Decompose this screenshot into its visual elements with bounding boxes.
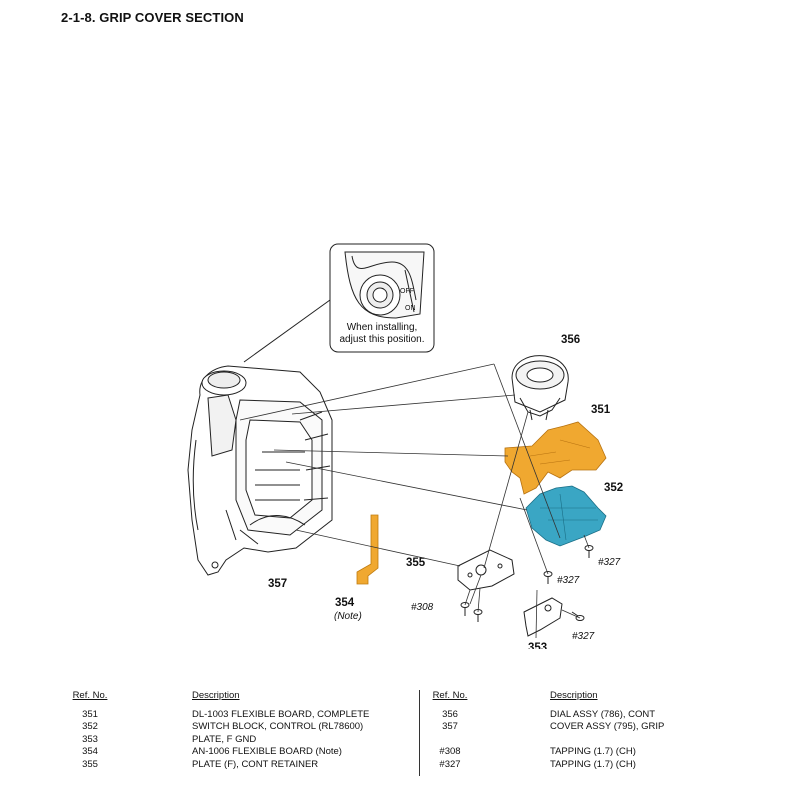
desc-cell: TAPPING (1.7) (CH) [550,758,636,770]
table-row-empty [404,734,664,747]
ref-cell: 351 [82,708,98,720]
ref-cell: 354 [82,746,98,758]
callout-leader [243,299,331,363]
label-356: 356 [561,334,581,346]
table-row: 357 COVER ASSY (795), GRIP [404,721,664,734]
desc-header-right: Description [550,690,598,701]
table-row: 352 SWITCH BLOCK, CONTROL (RL78600) [44,721,369,734]
gnd-plate-353 [523,597,563,637]
desc-cell: PLATE, F GND [192,733,257,745]
callout-note: When installing, adjust this position. [334,322,430,346]
screw-308-a [460,602,470,616]
ref-header-left: Ref. No. [72,690,108,701]
desc-cell: PLATE (F), CONT RETAINER [192,758,319,770]
grip-cover-357 [187,365,333,576]
desc-cell: SWITCH BLOCK, CONTROL (RL78600) [192,721,364,733]
label-354-note: (Note) [334,611,362,622]
label-327-b: #327 [598,557,621,568]
ref-cell: 355 [82,758,98,770]
table-divider [419,690,420,776]
label-355: 355 [406,557,426,569]
table-row: #308 TAPPING (1.7) (CH) [404,746,664,759]
desc-header-left: Description [192,690,240,701]
parts-table-right: Ref. No. Description 356 DIAL ASSY (786)… [404,690,665,772]
label-327-a: #327 [557,575,580,586]
table-row: 351 DL-1003 FLEXIBLE BOARD, COMPLETE [44,709,369,722]
label-327-c: #327 [572,631,595,642]
switch-block-352 [525,485,607,547]
leader-lines [239,363,590,639]
ref-cell: #327 [439,758,461,770]
parts-table-left: Ref. No. Description 351 DL-1003 FLEXIBL… [44,690,370,772]
ref-header-right: Ref. No. [432,690,468,701]
table-row: 353 PLATE, F GND [44,734,369,747]
table-row: #327 TAPPING (1.7) (CH) [404,759,664,772]
dial-assy-356 [511,355,569,421]
ref-cell: 352 [82,721,98,733]
table-row: 354 AN-1006 FLEXIBLE BOARD (Note) [44,746,369,759]
label-352: 352 [604,482,624,494]
table-row: 355 PLATE (F), CONT RETAINER [44,759,369,772]
desc-cell: DL-1003 FLEXIBLE BOARD, COMPLETE [192,708,370,720]
label-354: 354 [335,597,355,609]
switch-on-mark: ON [405,305,416,312]
desc-cell: AN-1006 FLEXIBLE BOARD (Note) [192,746,342,758]
label-351: 351 [591,404,611,416]
callout-line-2: adjust this position. [339,334,425,345]
ref-cell: 357 [442,721,458,733]
screw-327-c [571,611,585,621]
desc-cell: TAPPING (1.7) (CH) [550,746,636,758]
table-row: 356 DIAL ASSY (786), CONT [404,709,664,722]
flex-board-354 [356,514,379,585]
flex-board-351 [504,421,607,495]
ref-cell: #308 [439,746,461,758]
label-357: 357 [268,578,288,590]
label-353: 353 [528,642,548,649]
ref-cell: 356 [442,708,458,720]
desc-cell: DIAL ASSY (786), CONT [550,708,656,720]
retainer-plate-355 [457,549,515,591]
callout-dial-detail [344,251,425,319]
label-308: #308 [411,602,434,613]
ref-cell [404,734,496,747]
ref-cell: 353 [82,733,98,745]
desc-cell: COVER ASSY (795), GRIP [550,721,665,733]
switch-off-mark: OFF [400,288,414,295]
callout-line-1: When installing, [346,322,418,333]
page-title: 2-1-8. GRIP COVER SECTION [61,10,244,25]
